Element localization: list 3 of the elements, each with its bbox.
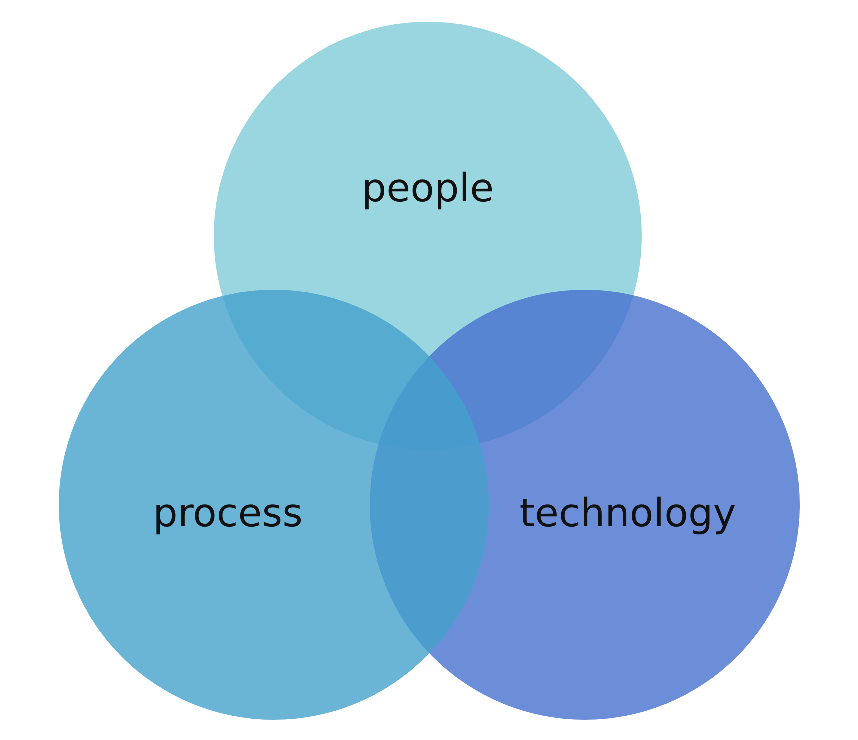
circle-label: people (362, 168, 494, 212)
circle-label: technology (520, 492, 736, 538)
circle-label: process (153, 492, 303, 538)
